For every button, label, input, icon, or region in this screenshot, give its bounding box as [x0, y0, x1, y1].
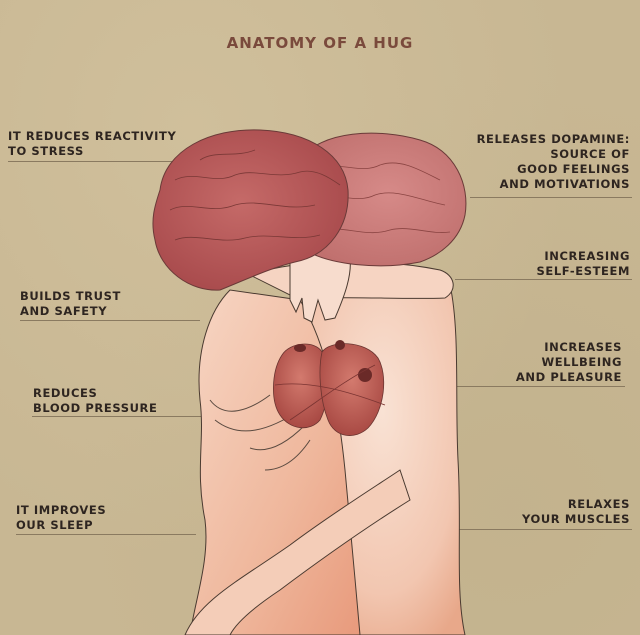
heart-right: [274, 340, 386, 436]
leader-line-sleep: [16, 534, 196, 535]
leader-line-muscles: [455, 529, 632, 530]
label-improves-sleep: IT IMPROVES OUR SLEEP: [16, 503, 107, 532]
leader-line-blood-pressure: [32, 416, 292, 417]
embracing-arm-upper: [248, 261, 454, 301]
leader-line-wellbeing: [385, 386, 625, 387]
label-self-esteem: INCREASING SELF-ESTEEM: [536, 249, 630, 278]
leader-line-stress: [8, 161, 188, 162]
leader-line-dopamine: [470, 197, 632, 198]
label-reduces-blood-pressure: REDUCES BLOOD PRESSURE: [33, 386, 158, 415]
poster-title: ANATOMY OF A HUG: [226, 34, 414, 52]
hand-on-back: [209, 394, 311, 471]
embracing-arm-lower: [184, 469, 411, 635]
brain-left: [152, 129, 349, 291]
label-relaxes-muscles: RELAXES YOUR MUSCLES: [521, 497, 630, 526]
label-wellbeing: INCREASES WELLBEING AND PLEASURE: [515, 340, 622, 384]
heart-left: [273, 343, 329, 429]
label-reduces-stress: IT REDUCES REACTIVITY TO STRESS: [8, 129, 177, 158]
leader-line-trust: [20, 320, 200, 321]
leader-line-self-esteem: [455, 279, 632, 280]
label-releases-dopamine: RELEASES DOPAMINE: SOURCE OF GOOD FEELIN…: [476, 132, 630, 191]
label-builds-trust: BUILDS TRUST AND SAFETY: [20, 289, 121, 318]
